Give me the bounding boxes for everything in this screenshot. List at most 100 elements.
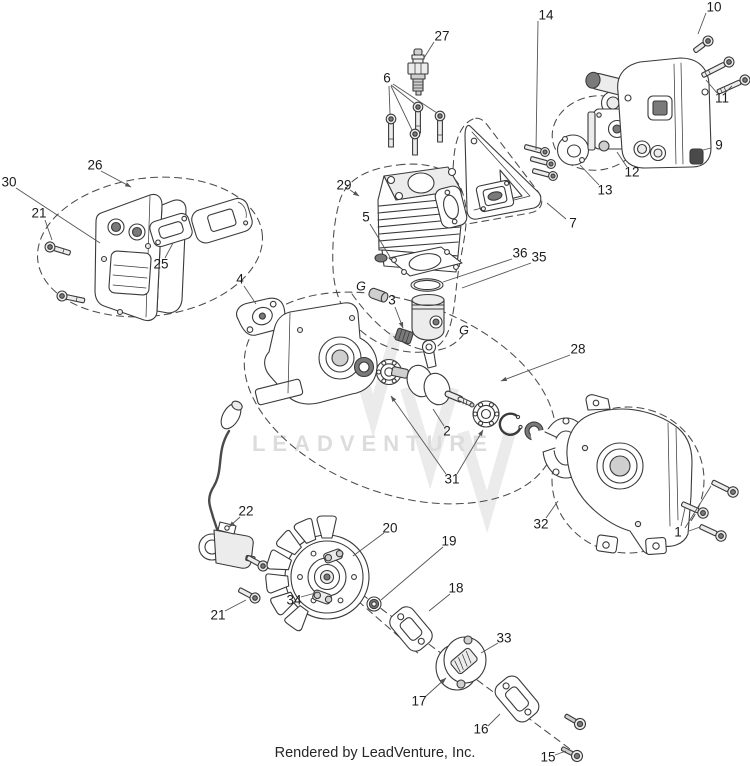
- coil-screw-1: [246, 555, 269, 572]
- part-callout-6[interactable]: 6: [383, 71, 391, 86]
- crankcase-assembly: [236, 297, 403, 406]
- footer-text: Rendered by LeadVenture, Inc.: [275, 745, 476, 761]
- part-callout-16[interactable]: 16: [473, 722, 488, 737]
- leader-line-17: [424, 677, 447, 698]
- wrist-pin: [368, 287, 389, 303]
- leader-line-36: [442, 258, 513, 283]
- leader-line-6: [392, 83, 438, 114]
- muffler-group-boundary: [37, 176, 263, 318]
- leader-line-20: [352, 532, 385, 557]
- part-callout-32[interactable]: 32: [533, 517, 548, 532]
- part-callout-10[interactable]: 10: [706, 0, 721, 15]
- muffler-assembly: [44, 193, 253, 322]
- leader-line-6: [390, 85, 413, 131]
- leader-line-3: [394, 306, 404, 329]
- part-callout-2[interactable]: 2: [443, 424, 451, 439]
- ignition-coil-assembly: [198, 400, 269, 604]
- part-callout-17[interactable]: 17: [411, 694, 426, 709]
- spark-plug-boot: [220, 400, 243, 430]
- leader-line-34: [300, 591, 320, 598]
- port-screw-2: [560, 746, 584, 763]
- leader-line-25: [164, 242, 174, 259]
- leader-line-12: [616, 151, 628, 168]
- muffler-screw-upper: [44, 241, 71, 256]
- part-callout-G[interactable]: G: [459, 323, 469, 337]
- part-callout-5[interactable]: 5: [362, 210, 370, 225]
- leader-line-6: [390, 84, 416, 105]
- part-callout-G[interactable]: G: [356, 279, 366, 293]
- part-callout-26[interactable]: 26: [87, 158, 102, 173]
- part-callout-7[interactable]: 7: [569, 216, 577, 231]
- leader-line-14: [535, 20, 539, 151]
- leader-line-11: [724, 85, 733, 94]
- coil-screw-2: [238, 587, 261, 604]
- retaining-ring: [498, 412, 523, 436]
- leader-line-1: [688, 526, 701, 532]
- part-callout-20[interactable]: 20: [382, 521, 397, 536]
- leader-line-11: [705, 79, 718, 94]
- part-callout-22[interactable]: 22: [238, 504, 253, 519]
- leader-line-18: [428, 593, 451, 612]
- cover-assembly: [530, 394, 739, 556]
- muffler-gasket: [149, 212, 193, 248]
- part-callout-21[interactable]: 21: [31, 206, 46, 221]
- leader-line-15: [554, 750, 567, 756]
- part-callout-33[interactable]: 33: [496, 631, 511, 646]
- cylinder-group-boundary: [332, 163, 467, 353]
- part-callout-12[interactable]: 12: [624, 165, 639, 180]
- part-callout-31[interactable]: 31: [444, 472, 459, 487]
- leader-line-32: [545, 500, 559, 519]
- leader-line-9: [698, 147, 712, 152]
- leader-line-13: [579, 164, 600, 186]
- part-callout-9[interactable]: 9: [715, 138, 723, 153]
- leader-line-16: [487, 713, 501, 727]
- flywheel-assembly: [265, 515, 370, 632]
- part-callout-11[interactable]: 11: [715, 91, 729, 106]
- leader-line-6: [388, 85, 391, 115]
- leader-line-35: [461, 262, 532, 289]
- shroud-plate-assembly: [434, 124, 558, 229]
- leader-line-30: [15, 187, 101, 244]
- cylinder-screws: [385, 101, 446, 156]
- leader-line-31: [390, 395, 447, 475]
- part-callout-4[interactable]: 4: [236, 272, 244, 287]
- part-callout-36[interactable]: 36: [512, 246, 527, 261]
- part-callout-25[interactable]: 25: [153, 257, 168, 272]
- part-callout-30[interactable]: 30: [1, 175, 16, 190]
- tank-bolt-short: [693, 35, 714, 54]
- cover-screws: [680, 479, 739, 542]
- fuel-tank-assembly: [585, 35, 750, 169]
- part-callout-19[interactable]: 19: [441, 534, 456, 549]
- leader-line-21: [44, 219, 53, 241]
- tank-bolt-long-1: [701, 56, 735, 78]
- part-callout-13[interactable]: 13: [597, 183, 612, 198]
- cylinder-base-gasket: [388, 246, 463, 277]
- leader-line-27: [423, 41, 435, 59]
- part-callout-21[interactable]: 21: [210, 608, 225, 623]
- leader-line-22: [228, 516, 241, 528]
- part-callout-28[interactable]: 28: [570, 342, 585, 357]
- cylinder-assembly: [368, 166, 463, 345]
- port-gasket-outer: [494, 675, 540, 723]
- part-callout-18[interactable]: 18: [448, 581, 463, 596]
- carb-spacer-plate: [556, 134, 590, 166]
- leader-line-2: [432, 408, 445, 427]
- part-callout-35[interactable]: 35: [531, 250, 546, 265]
- part-callout-14[interactable]: 14: [538, 8, 554, 23]
- cover-group-boundary: [551, 406, 705, 554]
- needle-bearing: [394, 327, 414, 345]
- leader-line-7: [546, 202, 567, 220]
- piston: [411, 293, 445, 341]
- piston-ring: [410, 278, 444, 292]
- main-bearing-right: [472, 400, 500, 428]
- part-callout-1[interactable]: 1: [674, 525, 682, 540]
- part-callout-34[interactable]: 34: [286, 593, 302, 608]
- intake-manifold-boss: [475, 179, 515, 213]
- intake-flange: [236, 297, 286, 336]
- part-callout-3[interactable]: 3: [388, 293, 396, 308]
- part-callout-27[interactable]: 27: [434, 29, 449, 44]
- port-plate-pair: [435, 635, 487, 691]
- part-callout-29[interactable]: 29: [336, 178, 351, 193]
- part-callout-15[interactable]: 15: [540, 750, 555, 765]
